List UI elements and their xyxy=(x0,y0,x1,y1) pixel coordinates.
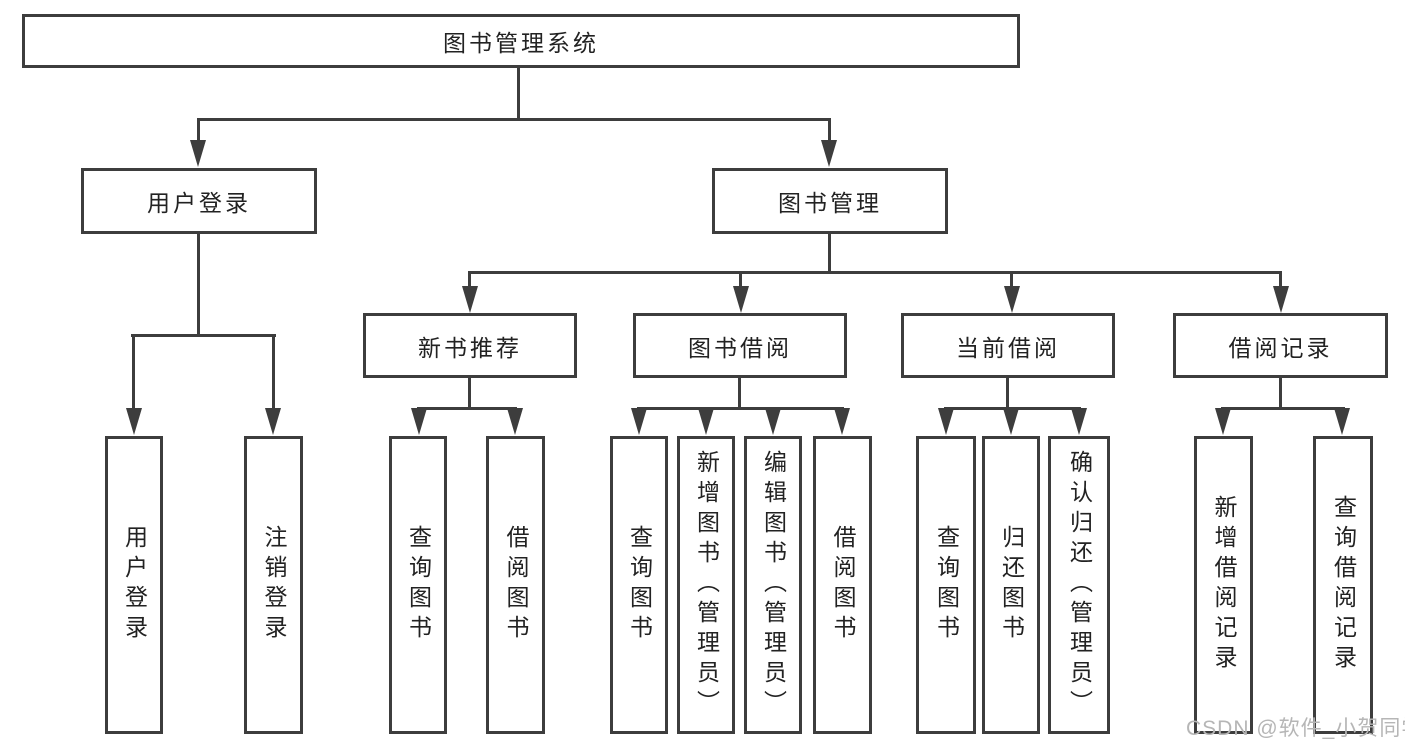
node-user-login: 用户登录 xyxy=(81,168,317,234)
node-book-management: 图书管理 xyxy=(712,168,948,234)
leaf-edit-book-admin: 编辑图书（管理员） xyxy=(744,436,802,734)
arrow-to-leaf-return-book xyxy=(1003,408,1019,435)
connector-newrec-hline xyxy=(417,407,517,410)
connector-userlogin-stem xyxy=(197,118,200,142)
node-book-management-label: 图书管理 xyxy=(778,190,882,216)
leaf-add-book-admin: 新增图书（管理员） xyxy=(677,436,735,734)
arrow-to-leaf-query-book-a xyxy=(411,408,427,435)
connector-borrowrecords-hline xyxy=(1221,407,1345,410)
leaf-add-book-admin-label: 新增图书（管理员） xyxy=(693,450,720,720)
leaf-query-book-current-label: 查询图书 xyxy=(933,525,960,645)
leaf-new-borrow-record: 新增借阅记录 xyxy=(1194,436,1253,734)
arrow-to-leaf-new-record xyxy=(1215,408,1231,435)
arrow-to-leaf-logout xyxy=(265,408,281,435)
leaf-return-book-label: 归还图书 xyxy=(998,525,1025,645)
leaf-user-login: 用户登录 xyxy=(105,436,163,734)
node-root-label: 图书管理系统 xyxy=(443,30,599,56)
connector-currentborrow-stem xyxy=(1010,271,1013,288)
arrow-to-current-borrow xyxy=(1004,286,1020,313)
connector-borrowrecords-down xyxy=(1279,378,1282,410)
arrow-to-user-login xyxy=(190,140,206,167)
leaf-borrow-book-newrec: 借阅图书 xyxy=(486,436,545,734)
node-user-login-label: 用户登录 xyxy=(147,190,251,216)
leaf-query-book-newrec: 查询图书 xyxy=(389,436,447,734)
arrow-to-leaf-edit-book xyxy=(765,408,781,435)
node-book-borrow-label: 图书借阅 xyxy=(688,334,792,361)
leaf-borrow-book-2: 借阅图书 xyxy=(813,436,872,734)
node-new-book-recommend: 新书推荐 xyxy=(363,313,577,378)
node-borrow-records: 借阅记录 xyxy=(1173,313,1388,378)
leaf-logout-login-label: 注销登录 xyxy=(261,525,287,645)
leaf-new-borrow-record-label: 新增借阅记录 xyxy=(1211,495,1237,675)
arrow-to-book-management xyxy=(821,140,837,167)
connector-bookmgmt-stem xyxy=(828,118,831,142)
connector-leaf-logout-stem xyxy=(272,334,275,410)
arrow-to-leaf-user-login xyxy=(126,408,142,435)
connector-bookmgmt-down xyxy=(828,234,831,274)
leaf-query-borrow-record-label: 查询借阅记录 xyxy=(1330,495,1357,675)
connector-leaf-userlogin-stem xyxy=(132,334,135,410)
connector-newrec-stem xyxy=(468,271,471,288)
arrow-to-leaf-borrow-book-a xyxy=(507,408,523,435)
arrow-to-book-borrow xyxy=(733,286,749,313)
node-current-borrow: 当前借阅 xyxy=(901,313,1115,378)
connector-userlogin-down xyxy=(197,234,200,337)
connector-bookborrow-stem xyxy=(739,271,742,288)
leaf-user-login-label: 用户登录 xyxy=(121,525,148,645)
leaf-borrow-book-newrec-label: 借阅图书 xyxy=(503,525,529,645)
connector-level3-hline xyxy=(468,271,1282,274)
connector-borrowrecords-stem xyxy=(1279,271,1282,288)
leaf-query-book-newrec-label: 查询图书 xyxy=(405,525,432,645)
leaf-query-book-borrow: 查询图书 xyxy=(610,436,668,734)
leaf-logout-login: 注销登录 xyxy=(244,436,303,734)
connector-userlogin-hline xyxy=(131,334,276,337)
connector-bookborrow-down xyxy=(738,378,741,410)
node-current-borrow-label: 当前借阅 xyxy=(956,334,1060,361)
csdn-watermark: CSDN @软件_小贺同学 xyxy=(1186,717,1405,740)
arrow-to-borrow-records xyxy=(1273,286,1289,313)
leaf-confirm-return-admin-label: 确认归还（管理员） xyxy=(1066,450,1093,720)
arrow-to-new-book-recommend xyxy=(462,286,478,313)
leaf-query-book-borrow-label: 查询图书 xyxy=(626,525,653,645)
node-book-borrow: 图书借阅 xyxy=(633,313,847,378)
arrow-to-leaf-query-record xyxy=(1334,408,1350,435)
arrow-to-leaf-borrow-book-b xyxy=(834,408,850,435)
connector-root-stub xyxy=(517,68,520,121)
leaf-confirm-return-admin: 确认归还（管理员） xyxy=(1048,436,1110,734)
node-root: 图书管理系统 xyxy=(22,14,1020,68)
arrow-to-leaf-add-book xyxy=(698,408,714,435)
leaf-return-book: 归还图书 xyxy=(982,436,1040,734)
node-borrow-records-label: 借阅记录 xyxy=(1228,334,1333,361)
connector-newrec-down xyxy=(468,378,471,410)
connector-currentborrow-down xyxy=(1006,378,1009,410)
leaf-edit-book-admin-label: 编辑图书（管理员） xyxy=(760,450,787,720)
arrow-to-leaf-query-book-c xyxy=(938,408,954,435)
connector-level2-hline xyxy=(197,118,831,121)
leaf-query-book-current: 查询图书 xyxy=(916,436,976,734)
node-new-book-recommend-label: 新书推荐 xyxy=(418,334,522,361)
leaf-borrow-book-2-label: 借阅图书 xyxy=(830,525,856,645)
leaf-query-borrow-record: 查询借阅记录 xyxy=(1313,436,1373,734)
arrow-to-leaf-confirm-return xyxy=(1071,408,1087,435)
connector-bookborrow-hline xyxy=(637,407,844,410)
arrow-to-leaf-query-book-b xyxy=(631,408,647,435)
